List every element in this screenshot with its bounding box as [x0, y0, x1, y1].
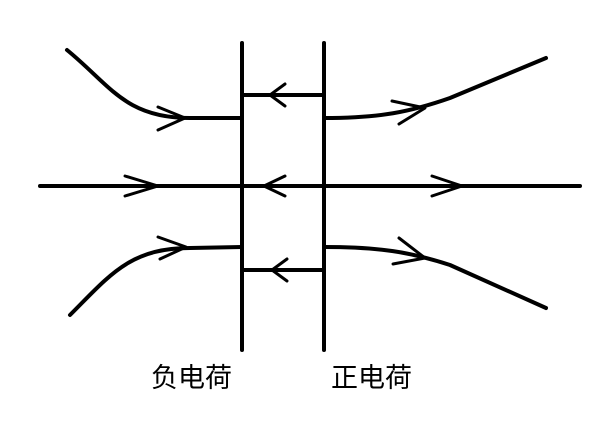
negative-charge-label: 负电荷 — [151, 363, 232, 394]
arrow-left-icon — [268, 82, 287, 108]
arrow-right-icon — [123, 174, 160, 198]
arrow-right-icon — [430, 174, 464, 198]
arrow-right-icon — [391, 236, 427, 266]
field-line-top-left — [65, 48, 244, 120]
arrow-right-icon — [390, 99, 427, 126]
field-line-top-right — [322, 56, 548, 120]
field-line-bottom-right — [322, 245, 548, 310]
arrow-right-icon — [156, 105, 187, 132]
positive-charge-label: 正电荷 — [331, 363, 412, 394]
arrow-right-icon — [156, 235, 188, 261]
field-line-bottom-left — [68, 245, 244, 317]
arrow-left-icon — [270, 257, 289, 283]
arrow-left-icon — [262, 174, 287, 198]
